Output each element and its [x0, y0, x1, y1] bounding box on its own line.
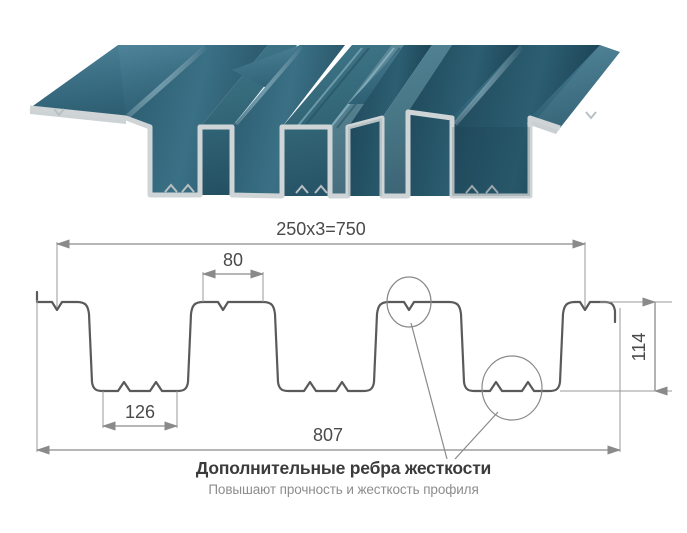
crest-0-partial	[35, 290, 105, 393]
profile-outline	[35, 290, 617, 393]
central-valley	[282, 45, 392, 196]
crest1-web	[126, 45, 268, 195]
crest-1	[201, 300, 291, 393]
sheen-3	[453, 45, 524, 126]
valley1-floor	[200, 127, 232, 195]
cut-edge-outline	[29, 105, 561, 199]
sheen-2	[234, 45, 304, 126]
edge-notch-valley2b	[314, 184, 328, 194]
crest2-web	[232, 45, 345, 195]
dim-label-126: 126	[125, 402, 155, 422]
dim-label-807: 807	[313, 425, 343, 445]
valley-2	[287, 300, 391, 393]
valley-3	[473, 300, 577, 393]
leader-valley-rib	[454, 411, 499, 460]
leader-crest-rib	[410, 322, 448, 460]
edge-notch-right	[585, 111, 597, 120]
crest-rib-circle	[386, 276, 432, 328]
dim-label-114: 114	[629, 333, 649, 362]
shade-right	[452, 127, 530, 196]
central-valley-2	[330, 45, 404, 196]
edge-notch-valley1a	[164, 183, 178, 193]
rib-line-2	[302, 47, 370, 129]
dimension-valley-width: 126	[101, 402, 179, 431]
dimension-crest-width: 80	[201, 250, 265, 279]
edge-notch-valley3b	[485, 184, 499, 194]
callouts	[386, 276, 543, 460]
edge-notch-crest1	[53, 108, 65, 117]
right-tail-flange	[530, 45, 620, 128]
edge-notch-valley1b	[181, 183, 195, 193]
cross-section-drawing: 250x3=750 80 114 126 807	[35, 219, 672, 460]
3d-profile-render	[29, 45, 620, 199]
rib-line-1	[295, 47, 363, 129]
dim-label-80: 80	[223, 250, 243, 270]
dimension-overall-pitch: 250x3=750	[55, 219, 587, 249]
valley-rib-circle	[481, 355, 543, 421]
render-body	[29, 45, 620, 199]
shade-mid	[348, 118, 382, 196]
edge-notch-valley2a	[295, 184, 309, 194]
dim-label-750: 250x3=750	[276, 219, 366, 239]
crest4-web	[408, 45, 520, 196]
crest-3-partial	[573, 300, 617, 324]
dimension-height: 114	[629, 297, 668, 396]
dimension-overall-width: 807	[35, 425, 622, 455]
edge-notch-valley3a	[465, 184, 479, 194]
crest-2	[387, 300, 477, 393]
valley-1	[101, 300, 205, 393]
valley2-face	[382, 45, 452, 196]
rib-line-3	[329, 47, 395, 129]
sheen-1	[126, 45, 208, 118]
crest3-web	[348, 45, 432, 196]
